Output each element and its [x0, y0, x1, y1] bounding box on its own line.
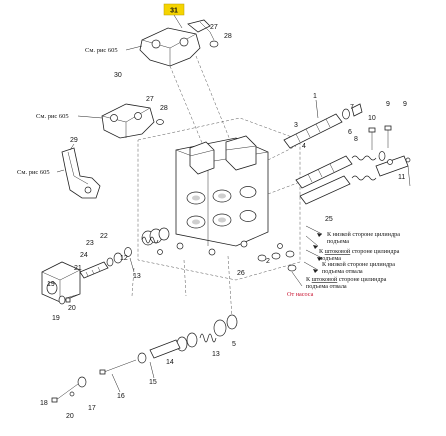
plug-19-20: [58, 293, 81, 305]
ref-see-fig-605-2: См. рис 605: [36, 113, 69, 120]
callout-1: 1: [313, 93, 317, 100]
note-line-2: подъема: [327, 238, 349, 245]
callout-20-b: 20: [66, 413, 74, 420]
callout-3: 3: [294, 122, 298, 129]
callout-12: 12: [120, 255, 128, 262]
callout-19-b: 19: [52, 315, 60, 322]
callout-28-mid: 28: [160, 105, 168, 112]
note-line-5: К низкой стороне цилиндра: [322, 261, 395, 268]
callout-6: 6: [348, 129, 352, 136]
note-line-3-b: стороне цилиндра: [350, 248, 399, 255]
callout-17: 17: [88, 405, 96, 412]
callout-4: 4: [302, 143, 306, 150]
note-line-4: подъема: [319, 255, 341, 262]
spool-assembly-lower: [295, 151, 386, 189]
ref-see-fig-605-1: См. рис 605: [85, 47, 118, 54]
plug-block-left: [41, 247, 132, 303]
callout-10: 10: [368, 115, 376, 122]
cap-rings-12: [141, 227, 170, 246]
callout-26: 26: [237, 270, 245, 277]
spool-assembly-upper: [283, 103, 363, 149]
note-line-3: К штоковой стороне цилиндра: [319, 248, 400, 255]
callout-31: 31: [170, 8, 178, 15]
callout-21: 21: [74, 265, 82, 272]
note-line-7-a: К: [306, 276, 312, 283]
callout-27-top: 27: [210, 24, 218, 31]
callout-14: 14: [166, 359, 174, 366]
part-31-cover-assembly: 31: [139, 3, 219, 67]
ref-see-fig-605-3: См. рис 605: [17, 169, 50, 176]
lower-spool-assembly: [51, 314, 238, 403]
callout-24: 24: [80, 252, 88, 259]
callout-22: 22: [100, 233, 108, 240]
callout-8: 8: [354, 136, 358, 143]
callout-15: 15: [149, 379, 157, 386]
note-line-3-a: К: [319, 248, 325, 255]
callout-9: 9: [386, 101, 390, 108]
port-rings-right: [257, 250, 297, 272]
callout-16: 16: [117, 393, 125, 400]
note-line-3-ul: штоковой: [325, 248, 351, 255]
flow-arrows: [291, 225, 323, 287]
callout-19-a: 19: [47, 281, 55, 288]
callout-20-a: 20: [68, 305, 76, 312]
note-line-1: К низкой стороне цилиндра: [327, 231, 400, 238]
from-pump-label: От насоса: [287, 291, 314, 298]
callout-23: 23: [86, 240, 94, 247]
bolt-10-11: [368, 125, 392, 150]
cover-assembly-mid: [101, 103, 164, 139]
note-line-6: подъема отвала: [322, 268, 363, 275]
callout-2: 2: [266, 258, 270, 265]
callout-27-mid: 27: [146, 96, 154, 103]
spool-assembly-third: [299, 155, 411, 205]
note-line-7: К штоковой стороне цилиндра: [306, 276, 387, 283]
callout-29: 29: [70, 137, 78, 144]
callout-9b: 9: [403, 101, 407, 108]
callout-11: 11: [398, 174, 405, 181]
note-line-7-b: стороне цилиндра: [337, 276, 386, 283]
callout-5: 5: [232, 341, 236, 348]
note-line-8: подъема отвала: [306, 283, 347, 290]
elbow-fitting-29: [61, 147, 101, 199]
callout-18: 18: [40, 400, 48, 407]
callout-28-top: 28: [224, 33, 232, 40]
valve-body-housing: [137, 117, 301, 281]
callout-30: 30: [114, 72, 122, 79]
callout-13-a: 13: [133, 273, 141, 280]
callout-25: 25: [325, 216, 333, 223]
callout-13-b: 13: [212, 351, 220, 358]
callout-7: 7: [350, 104, 354, 111]
note-line-7-ul: штоковой: [312, 276, 338, 283]
